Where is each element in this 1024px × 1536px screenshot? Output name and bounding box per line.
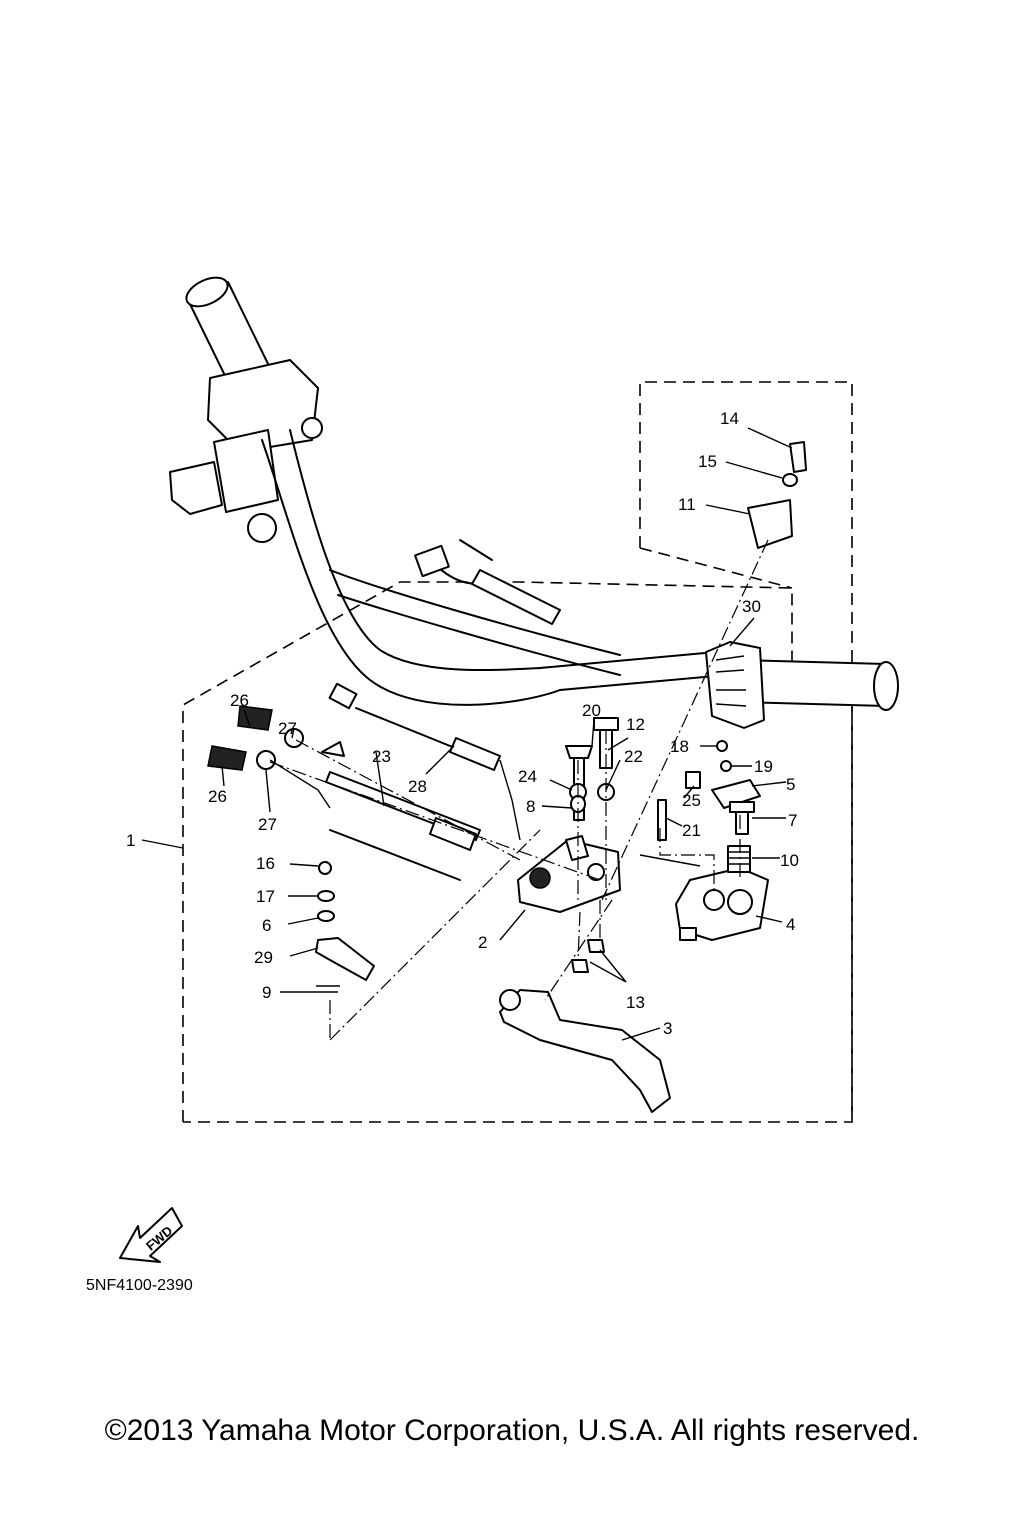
cable-drawing [321,682,501,881]
callout-28: 28 [408,777,427,796]
callout-18: 18 [670,737,689,756]
leader-lines [141,427,793,1041]
callout-13: 13 [626,993,645,1012]
handlebar-drawing [169,276,899,729]
callout-5: 5 [786,775,795,794]
callout-1: 1 [126,831,135,850]
callout-8: 8 [526,797,535,816]
callout-21: 21 [682,821,701,840]
callout-26-top: 26 [230,691,249,710]
callout-29: 29 [254,948,273,967]
callout-9: 9 [262,983,271,1002]
callout-10: 10 [780,851,799,870]
callout-23: 23 [372,747,391,766]
callout-7: 7 [788,811,797,830]
callout-3: 3 [663,1019,672,1038]
assembly-boundary [182,381,853,1123]
callout-17: 17 [256,887,275,906]
callout-14: 14 [720,409,739,428]
callout-19: 19 [754,757,773,776]
callout-2: 2 [478,933,487,952]
callout-16: 16 [256,854,275,873]
callout-22: 22 [624,747,643,766]
callout-labels: 1 2 3 4 5 6 7 8 9 10 11 12 13 14 15 16 1… [126,409,799,1038]
callout-30: 30 [742,597,761,616]
callout-27-bottom: 27 [258,815,277,834]
centre-lines [269,539,769,1041]
callout-11: 11 [678,495,696,514]
callout-24: 24 [518,767,537,786]
callout-12: 12 [626,715,645,734]
callout-4: 4 [786,915,795,934]
callout-20: 20 [582,701,601,720]
copyright-notice: ©2013 Yamaha Motor Corporation, U.S.A. A… [104,1414,920,1447]
callout-6: 6 [262,916,271,935]
lever-assembly-drawing [207,441,807,1113]
callout-15: 15 [698,452,717,471]
callout-25: 25 [682,791,701,810]
fwd-arrow: FWD [119,1207,183,1263]
diagram-code: 5NF4100-2390 [86,1277,193,1294]
callout-26-bottom: 26 [208,787,227,806]
callout-27-top: 27 [278,719,297,738]
